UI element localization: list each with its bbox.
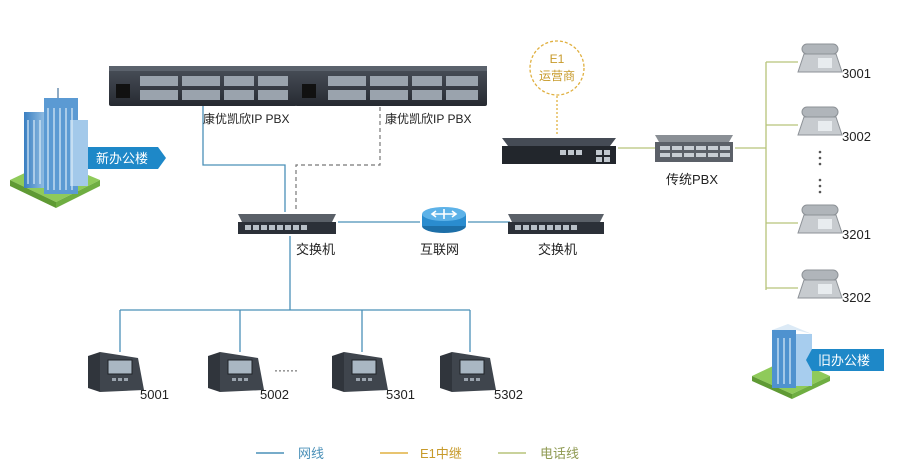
pbx-left-power [116, 84, 130, 98]
e1-gateway [502, 138, 616, 164]
pbx-right-ports [328, 76, 478, 100]
ip-phone-3-ext: 5301 [386, 387, 415, 402]
legend-label-phone: 电话线 [540, 446, 579, 461]
pbx-left-ports [140, 76, 288, 100]
pbx-left-label: 康优凯欣IP PBX [203, 111, 289, 126]
old-building-roof [772, 324, 812, 334]
tag-new-building-label: 新办公楼 [96, 151, 148, 166]
old-building-ground-side-r [792, 376, 830, 399]
network-lines [119, 100, 510, 352]
e1-label-line2: 运营商 [539, 68, 575, 83]
analog-phone-3 [797, 204, 843, 234]
analog-phone-2-ext: 3002 [842, 129, 871, 144]
horizontal-ellipsis: ······ [274, 363, 298, 377]
new-building: 新办公楼 [10, 88, 166, 208]
legend-label-network: 网线 [298, 446, 324, 461]
vertical-ellipsis [818, 150, 822, 194]
tag-old-building-label: 旧办公楼 [818, 353, 870, 368]
analog-phone-4 [797, 269, 843, 299]
analog-phone-1 [797, 43, 843, 73]
old-building-tower-side [796, 334, 812, 386]
ip-phone-1-ext: 5001 [140, 387, 169, 402]
switch-right [508, 214, 604, 234]
e1-carrier: E1 运营商 [529, 40, 585, 96]
internet-label: 互联网 [420, 242, 459, 257]
ip-phone-4-ext: 5302 [494, 387, 523, 402]
legend: 网线 E1中继 电话线 [256, 446, 579, 461]
e1-label-line1: E1 [550, 52, 565, 66]
analog-phone-3-ext: 3201 [842, 227, 871, 242]
ip-phone-4 [440, 352, 496, 392]
ip-pbx-left [109, 66, 297, 106]
switch-right-label: 交换机 [538, 242, 577, 257]
legacy-pbx [655, 135, 733, 162]
ip-phone-2-ext: 5002 [260, 387, 289, 402]
building-windows [27, 108, 73, 190]
phone-lines [618, 61, 798, 290]
ip-pbx-right [295, 66, 487, 106]
pbx-right-power [302, 84, 316, 98]
switch-left [238, 214, 336, 234]
pbx-right-label: 康优凯欣IP PBX [385, 111, 471, 126]
building-ground-shadow [10, 180, 56, 208]
network-lines-dashed [295, 100, 381, 212]
ip-phone-1 [88, 352, 144, 392]
legend-label-e1: E1中继 [420, 446, 462, 461]
building-tower-right [70, 120, 88, 186]
internet-router-icon [422, 207, 466, 233]
legacy-pbx-label: 传统PBX [666, 172, 718, 187]
tag-new-building-bg [88, 147, 166, 169]
line-pbx-right-to-switch-backup [295, 100, 381, 212]
line-pbx-left-to-switch [202, 100, 286, 212]
tag-old-building-bg [806, 349, 884, 371]
analog-phone-1-ext: 3001 [842, 66, 871, 81]
analog-phone-2 [797, 106, 843, 136]
old-building: 旧办公楼 [752, 324, 884, 399]
ip-phone-3 [332, 352, 388, 392]
analog-phone-4-ext: 3202 [842, 290, 871, 305]
switch-left-label: 交换机 [296, 242, 335, 257]
ip-phone-2 [208, 352, 264, 392]
